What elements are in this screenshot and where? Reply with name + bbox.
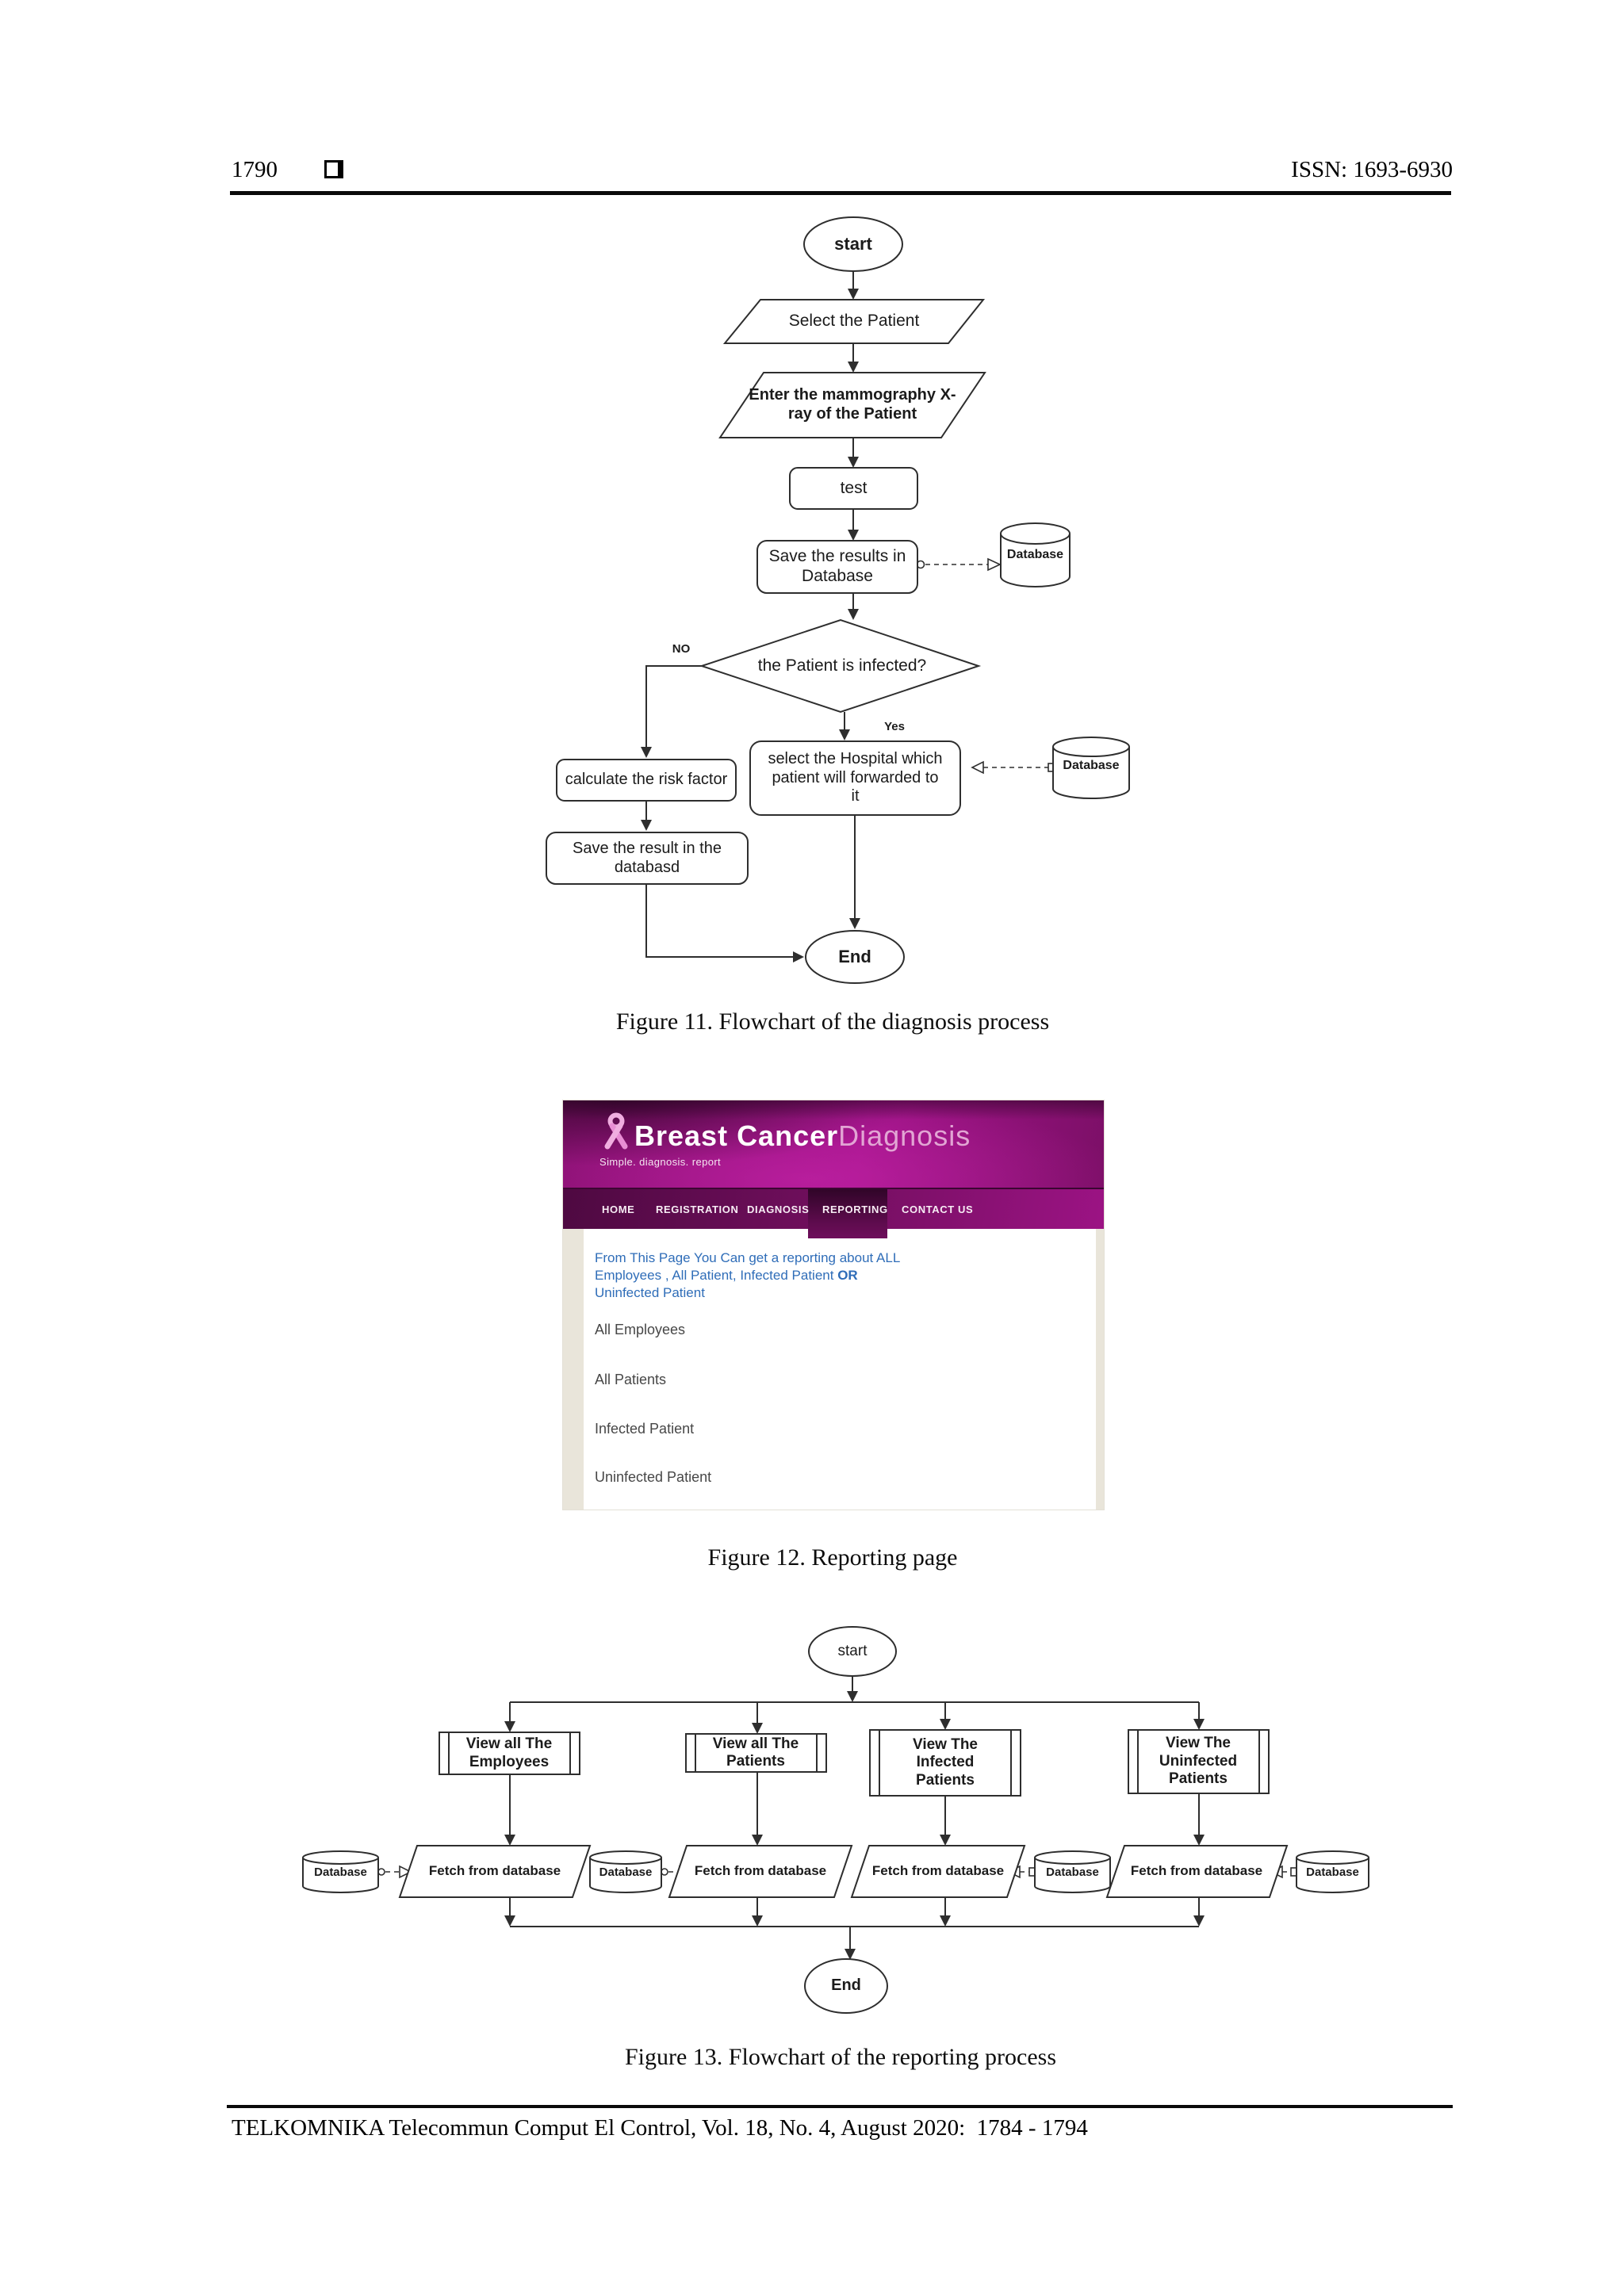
fig13-box-view-uninfected [1128,1729,1270,1794]
issn-label: ISSN: 1693-6930 [1291,157,1453,182]
fig13-box1-label: View all The Employees [465,1735,553,1770]
reporting-intro-text: From This Page You Can get a reporting a… [595,1249,959,1302]
fig11-no-label: NO [672,642,691,656]
nav-item-reporting[interactable]: REPORTING [822,1203,888,1215]
fig11-start-node [803,216,903,272]
figure11-caption: Figure 11. Flowchart of the diagnosis pr… [615,1008,1050,1035]
fig11-save-result-label: Save the result in the databasd [573,839,722,876]
fig13-fetch3-label: Fetch from database [871,1863,1005,1879]
intro-or: OR [837,1268,858,1283]
fig11-database-top-cylinder [1000,522,1071,587]
fig13-box4-label: View The Uninfected Patients [1159,1735,1238,1788]
fig13-start-label: start [837,1642,868,1659]
fig11-enter-xray-node [718,372,986,438]
reporting-content: From This Page You Can get a reporting a… [563,1229,1104,1510]
fig11-save-result-node [546,832,749,885]
link-all-patients[interactable]: All Patients [595,1372,667,1387]
fig11-calculate-risk-label: calculate the risk factor [565,771,728,789]
fig13-db3-cylinder [1034,1850,1111,1893]
telkomnika-box-icon [324,160,343,178]
fig13-fetch3-node [850,1845,1026,1898]
nav-item-contact-us[interactable]: CONTACT US [902,1203,974,1215]
site-header: Breast CancerDiagnosis Simple. diagnosis… [563,1100,1104,1188]
fig13-db4-cylinder [1296,1850,1369,1893]
fig13-box-view-employees [439,1732,580,1775]
fig13-db1-cylinder [302,1850,379,1893]
fig13-fetch4-node [1105,1845,1289,1898]
brand-title: Breast CancerDiagnosis [634,1119,971,1153]
page-number: 1790 [232,157,278,182]
fig13-box2-label: View all The Patients [712,1735,799,1770]
fig13-box-view-patients [685,1733,827,1773]
fig13-fetch2-label: Fetch from database [694,1863,827,1879]
fig13-db2-label: Database [599,1866,653,1880]
brand-title-secondary: Diagnosis [838,1119,971,1152]
fig13-db4-label: Database [1306,1866,1359,1880]
fig13-box-view-infected [869,1729,1021,1797]
nav-item-registration[interactable]: REGISTRATION [656,1203,739,1215]
figure12-caption: Figure 12. Reporting page [707,1544,958,1571]
fig11-calculate-risk-node [556,759,737,802]
fig11-end-label: End [838,947,871,967]
figure11-flowchart [546,216,1130,984]
fig11-save-results-label: Save the results in Database [768,547,906,585]
fig11-database-top-label: Database [1006,547,1064,561]
active-tab-highlight [808,1189,887,1238]
link-infected-patient[interactable]: Infected Patient [595,1421,695,1437]
fig13-db1-label: Database [314,1866,367,1880]
content-right-strip [1096,1229,1104,1510]
fig11-decision-diamond [699,618,982,714]
fig13-start-node [808,1626,897,1677]
fig11-select-hospital-label: select the Hospital which patient will f… [768,750,943,806]
fig11-select-patient-label: Select the Patient [788,312,920,331]
fig13-fetch1-node [398,1845,592,1898]
fig11-end-node [805,930,905,984]
fig11-test-label: test [840,478,868,497]
fig13-db3-label: Database [1046,1866,1099,1880]
intro-line1: From This Page You Can get a reporting a… [595,1250,901,1265]
fig11-select-patient-node [722,299,986,344]
fig11-enter-xray-label: Enter the mammography X-ray of the Patie… [749,386,956,423]
fig13-box3-label: View The Infected Patients [912,1735,978,1789]
footer-rule [227,2105,1453,2108]
fig11-save-results-node [756,540,918,594]
figure13-caption: Figure 13. Flowchart of the reporting pr… [624,2044,1057,2070]
nav-item-home[interactable]: HOME [602,1203,635,1215]
fig13-fetch4-label: Fetch from database [1130,1863,1263,1879]
nav-item-diagnosis[interactable]: DIAGNOSIS [747,1203,810,1215]
ribbon-icon [604,1112,628,1150]
figure13-flowchart [302,1626,1369,2014]
fig13-fetch2-node [668,1845,853,1898]
reporting-page-screenshot: Breast CancerDiagnosis Simple. diagnosis… [563,1100,1104,1510]
fig13-end-label: End [831,1976,861,1995]
intro-line3: Uninfected Patient [595,1285,705,1300]
fig13-connectors [377,1676,1297,1960]
fig11-start-label: start [834,234,872,254]
footer-text: TELKOMNIKA Telecommun Comput El Control,… [232,2115,1088,2141]
fig13-db2-cylinder [589,1850,662,1893]
fig13-end-node [804,1958,888,2014]
site-tagline: Simple. diagnosis. report [599,1156,722,1168]
fig11-yes-label: Yes [884,720,905,734]
fig11-test-node [789,467,918,510]
intro-line2: Employees , All Patient, Infected Patien… [595,1268,858,1283]
brand-title-primary: Breast Cancer [634,1119,839,1152]
fig11-database-right-label: Database [1063,758,1120,772]
link-uninfected-patient[interactable]: Uninfected Patient [595,1469,712,1485]
fig11-database-right-cylinder [1052,737,1130,799]
fig11-select-hospital-node [749,740,961,816]
link-all-employees[interactable]: All Employees [595,1322,686,1337]
header-rule [230,191,1451,195]
fig11-decision-label: the Patient is infected? [757,656,927,675]
fig13-fetch1-label: Fetch from database [428,1863,561,1879]
content-left-strip [563,1229,584,1510]
nav-bar: HOME REGISTRATION DIAGNOSIS REPORTING CO… [563,1188,1104,1238]
